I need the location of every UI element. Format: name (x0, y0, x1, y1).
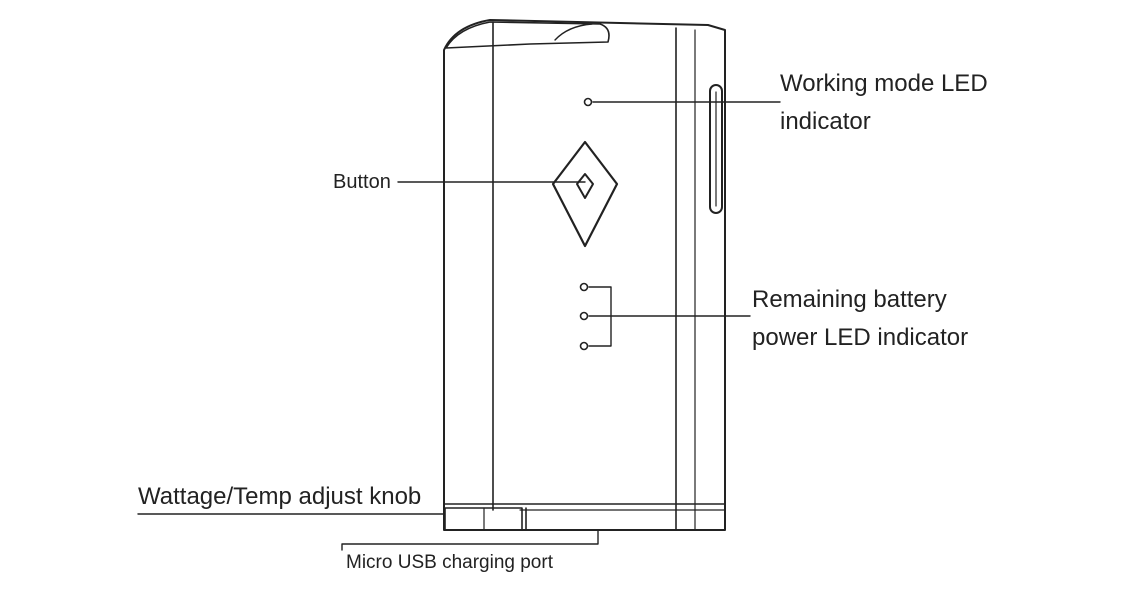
battery-led-bracket (588, 286, 612, 347)
battery-led-3 (579, 341, 589, 351)
label-battery-led-1: Remaining battery (752, 286, 947, 313)
label-button: Button (333, 171, 391, 193)
label-knob: Wattage/Temp adjust knob (138, 483, 422, 510)
label-usb-port: Micro USB charging port (346, 552, 553, 573)
fire-button-outer (551, 140, 619, 248)
top-cap-highlight (554, 23, 593, 41)
device-body (443, 19, 726, 531)
label-working-mode-led-1: Working mode LED (780, 70, 988, 97)
side-slot (709, 84, 723, 214)
battery-led-1 (579, 282, 589, 292)
label-working-mode-led-2: indicator (780, 108, 871, 135)
working-mode-led (583, 97, 593, 107)
top-cap (445, 21, 610, 49)
label-battery-led-2: power LED indicator (752, 324, 969, 351)
fire-button-inner (576, 173, 594, 199)
battery-led-2 (579, 311, 589, 321)
leader-usb (341, 529, 599, 551)
